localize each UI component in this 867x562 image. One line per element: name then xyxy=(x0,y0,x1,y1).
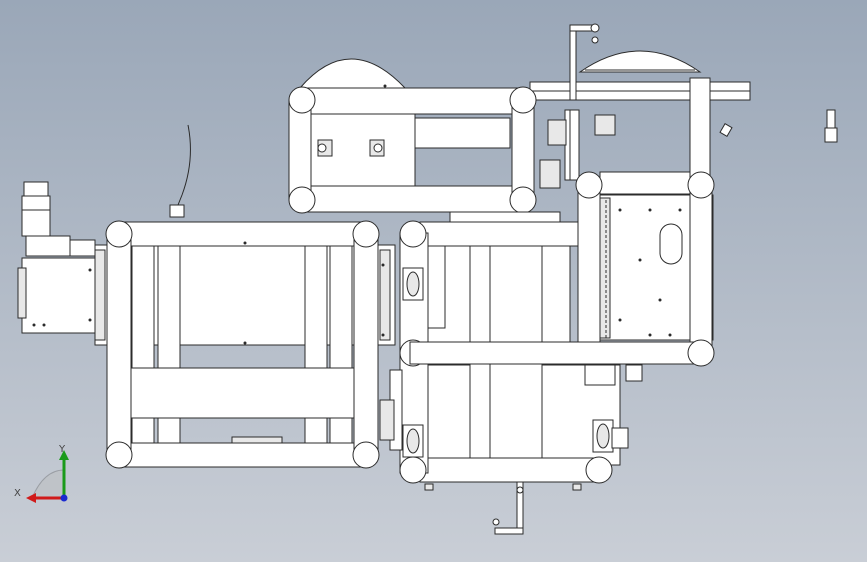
sensor-bracket xyxy=(719,109,838,143)
top-right-cover xyxy=(529,23,751,179)
upper-frame xyxy=(288,58,561,223)
cable xyxy=(169,124,191,218)
chain-bracket xyxy=(539,109,616,189)
coordinate-triad: Y X xyxy=(14,444,69,503)
y-axis-label: Y xyxy=(58,444,66,455)
servo-motor xyxy=(17,181,99,334)
left-frame xyxy=(94,220,396,469)
z-axis-dot xyxy=(60,494,68,502)
right-frame xyxy=(409,171,715,386)
x-axis-label: X xyxy=(14,488,21,499)
